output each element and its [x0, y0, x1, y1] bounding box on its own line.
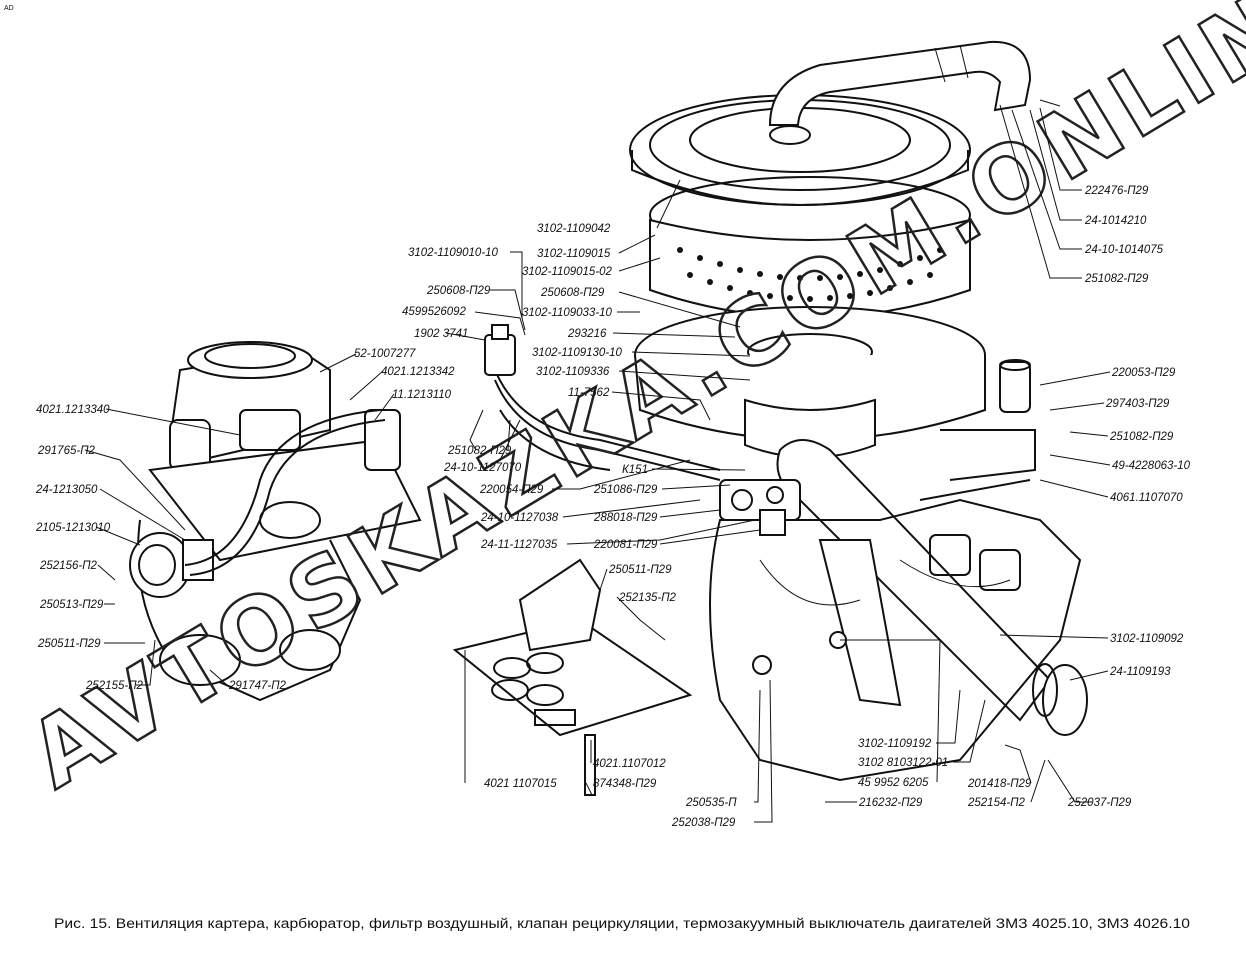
part-label: 11-7562 [568, 387, 610, 399]
part-label: 250608-П29 [540, 287, 605, 299]
figure-caption: Рис. 15. Вентиляция картера, карбюратор,… [54, 916, 1190, 931]
part-label: 24-1014210 [1084, 215, 1147, 227]
part-label: 52-1007277 [354, 348, 416, 360]
part-label: 220081-П29 [593, 539, 658, 551]
part-label: 1902 3741 [414, 328, 468, 340]
part-label: 3102-1109033-10 [522, 307, 613, 319]
corner-mark: AD [4, 5, 14, 12]
part-label: 49-4228063-10 [1112, 460, 1191, 472]
part-label: 4599526092 [402, 306, 467, 318]
intake-manifold [137, 501, 362, 702]
part-label: 24-11-1127035 [480, 539, 558, 551]
part-label: 24-1109193 [1109, 666, 1171, 678]
part-label: 45 9952 6205 [858, 777, 929, 789]
part-label: 250511-П29 [608, 564, 672, 576]
part-label: 4021.1213340 [36, 404, 110, 416]
intake-hose [776, 439, 1088, 736]
part-label: 4021 1107015 [484, 778, 557, 790]
part-label: К151 [622, 464, 648, 476]
leader-lines [84, 104, 1111, 823]
part-label: 293216 [567, 328, 607, 340]
recirculation-valve [719, 479, 801, 536]
filter-housing [634, 306, 1036, 481]
part-label: 250511-П29 [37, 638, 101, 650]
part-label: 4021.1213342 [381, 366, 455, 378]
part-label: 2105-1213010 [35, 522, 111, 534]
part-label: 3102-1109015-02 [522, 266, 613, 278]
part-label: 24-10-1127038 [480, 512, 559, 524]
part-label: 4061.1107070 [1110, 492, 1183, 504]
part-label: 252135-П2 [618, 592, 677, 604]
part-label: 251082-П29 [447, 445, 512, 457]
part-label: 252156-П2 [39, 560, 98, 572]
part-label: 24-1213050 [35, 484, 98, 496]
part-label: 220053-П29 [1111, 367, 1176, 379]
part-label: 201418-П29 [967, 778, 1032, 790]
part-label: 220054-П29 [479, 484, 544, 496]
part-label: 216232-П29 [858, 797, 923, 809]
part-label: 251082-П29 [1084, 273, 1149, 285]
carburetor-spacer [452, 558, 693, 796]
part-label: 252037-П29 [1067, 797, 1132, 809]
part-label: 297403-П29 [1105, 398, 1170, 410]
part-label: 222476-П29 [1084, 185, 1149, 197]
part-label: 288018-П29 [593, 512, 658, 524]
part-label: 250535-П [685, 797, 737, 809]
part-label: 250608-П29 [426, 285, 491, 297]
part-label: 11.1213110 [392, 389, 452, 401]
breather-hose [768, 40, 1061, 126]
part-label: 250513-П29 [39, 599, 104, 611]
part-label: 3102-1109192 [858, 738, 932, 750]
part-label: 24-10-1014075 [1084, 244, 1164, 256]
part-label: 3102-1109336 [536, 366, 610, 378]
part-label: 252038-П29 [671, 817, 736, 829]
part-label: 3102 8103122-01 [858, 757, 948, 769]
part-label: 251082-П29 [1109, 431, 1174, 443]
thermovacuum-switch [484, 324, 516, 376]
part-label: 291747-П2 [228, 680, 287, 692]
part-label: 3102-1109042 [537, 223, 611, 235]
vacuum-actuator [129, 409, 386, 598]
part-label: 252155-П2 [85, 680, 144, 692]
carburetor [148, 341, 422, 562]
part-labels: 222476-П29 24-1014210 24-10-1014075 2510… [35, 185, 1191, 829]
part-label: 291765-П2 [37, 445, 96, 457]
part-label: 3102-1109092 [1110, 633, 1184, 645]
technical-drawing [129, 40, 1088, 796]
part-label: 874348-П29 [593, 778, 657, 790]
engine-block [709, 498, 1082, 782]
part-label: 3102-1109130-10 [532, 347, 623, 359]
part-label: 3102-1109015 [537, 248, 611, 260]
part-label: 4021.1107012 [593, 758, 666, 770]
part-label: 3102-1109010-10 [408, 247, 499, 259]
filter-element [649, 176, 971, 319]
vacuum-tubes [494, 369, 1031, 501]
part-label: 251086-П29 [593, 484, 658, 496]
part-label: 252154-П2 [967, 797, 1026, 809]
part-label: 24-10-1127070 [443, 462, 522, 474]
